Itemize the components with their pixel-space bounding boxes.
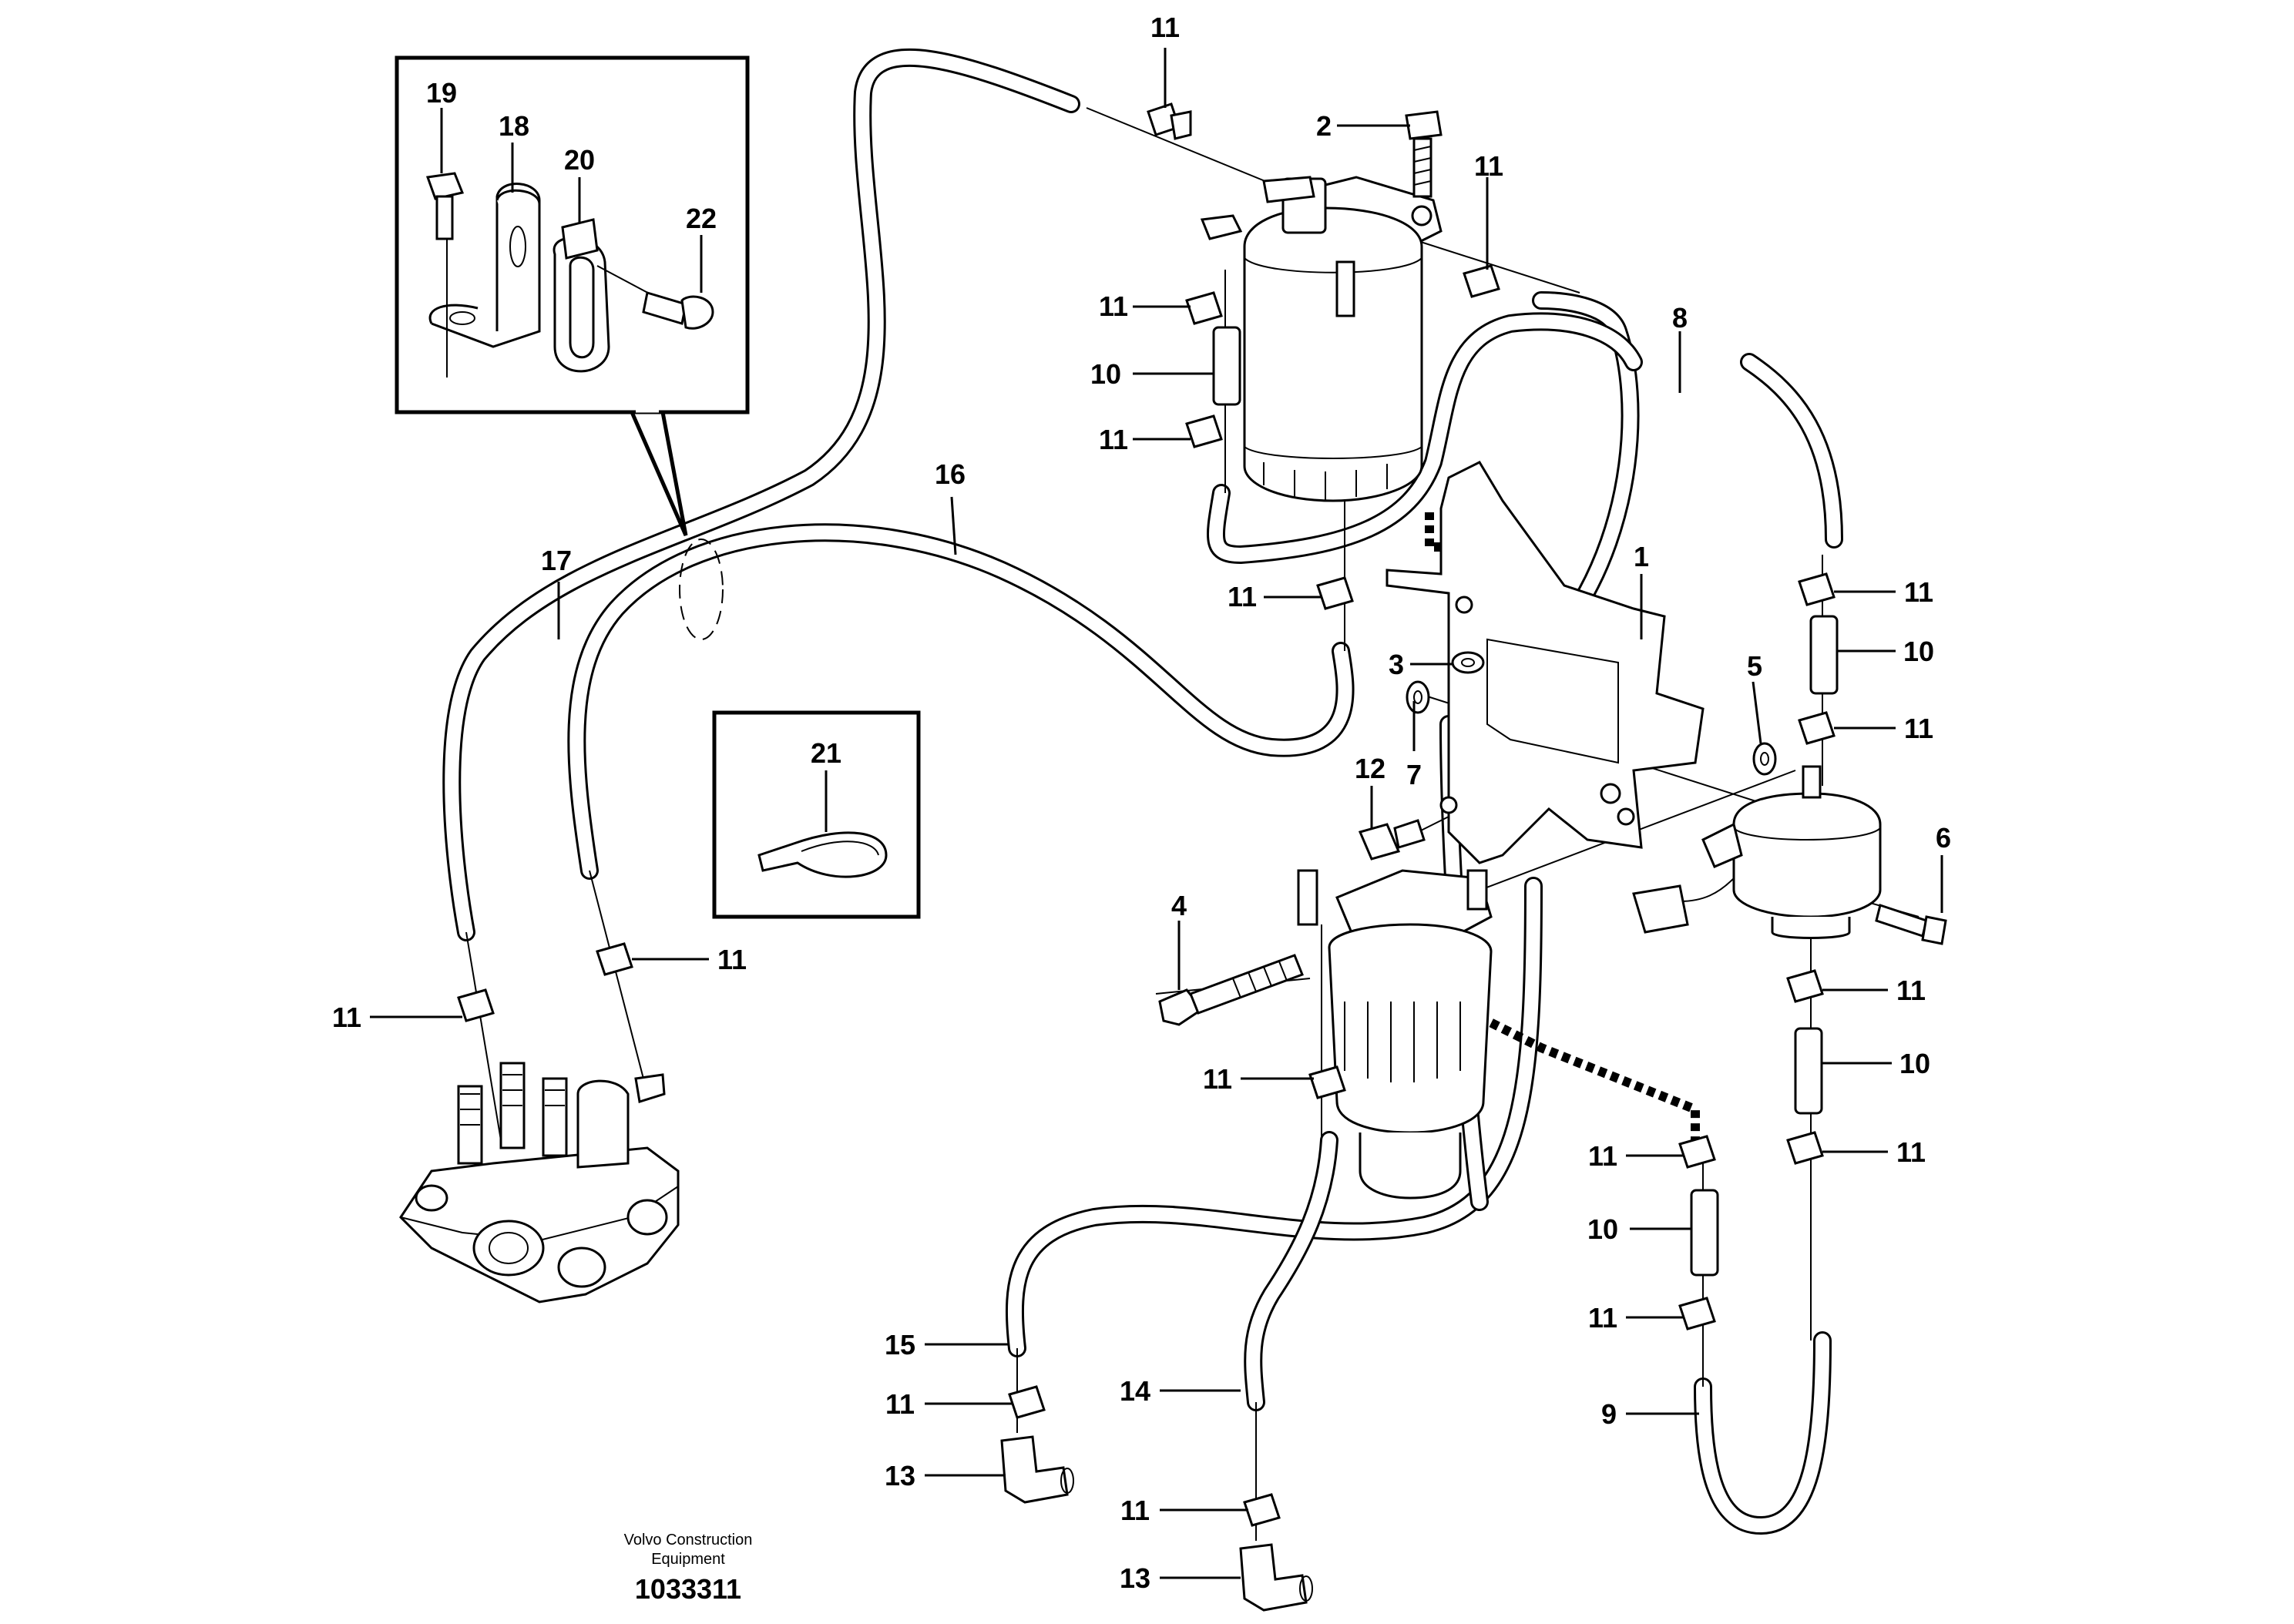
callout-11: 11 xyxy=(1203,1063,1232,1095)
bolt-12 xyxy=(1358,819,1426,861)
callout-labels: 11 2 11 11 10 11 8 16 17 11 1 3 7 5 12 1… xyxy=(332,12,1951,1594)
callout-1: 1 xyxy=(1634,541,1649,572)
elbow-fitting-13-left xyxy=(1000,1435,1074,1504)
washer-3 xyxy=(1451,651,1485,674)
callout-11: 11 xyxy=(1099,424,1128,455)
cable-tie-inset xyxy=(712,710,921,919)
hose-clamps xyxy=(457,102,1836,1527)
callout-9: 9 xyxy=(1601,1398,1617,1430)
callout-10: 10 xyxy=(1899,1048,1930,1079)
callout-2: 2 xyxy=(1316,110,1332,142)
callout-13: 13 xyxy=(1120,1562,1150,1594)
detail-inset xyxy=(395,55,750,640)
fuel-pump xyxy=(1632,765,1882,939)
callout-11: 11 xyxy=(1588,1302,1617,1334)
leader-lines xyxy=(370,48,1943,1579)
hose-sleeves xyxy=(1212,326,1839,1277)
callout-10: 10 xyxy=(1903,636,1934,667)
callout-14: 14 xyxy=(1120,1375,1150,1407)
caption-manufacturer-line2: Equipment xyxy=(651,1551,725,1568)
mounting-bracket xyxy=(1385,461,1705,864)
hose-9 xyxy=(1694,1331,1832,1535)
callout-11: 11 xyxy=(1099,290,1128,322)
callout-4: 4 xyxy=(1171,890,1187,921)
callout-20: 20 xyxy=(564,144,595,176)
callout-11: 11 xyxy=(885,1388,915,1420)
callout-11: 11 xyxy=(1904,576,1933,608)
water-separator xyxy=(1297,869,1493,1200)
bolt-6 xyxy=(1875,904,1947,945)
bolt-2 xyxy=(1405,110,1443,198)
callout-11: 11 xyxy=(717,944,747,975)
callout-11: 11 xyxy=(1120,1495,1150,1526)
callout-10: 10 xyxy=(1090,358,1121,390)
document-number: 1033311 xyxy=(635,1573,741,1605)
bolt-4 xyxy=(1158,954,1304,1026)
callout-11: 11 xyxy=(1904,713,1933,744)
callout-3: 3 xyxy=(1389,649,1404,680)
callout-13: 13 xyxy=(885,1460,915,1491)
hose-14 xyxy=(1244,1131,1338,1411)
hidden-line-lower xyxy=(1477,1012,1700,1140)
callout-8: 8 xyxy=(1672,302,1688,334)
callout-11: 11 xyxy=(1228,581,1257,612)
callout-11: 11 xyxy=(1588,1140,1617,1172)
callout-6: 6 xyxy=(1936,822,1951,854)
callout-11: 11 xyxy=(1474,150,1503,182)
callout-17: 17 xyxy=(541,545,572,576)
caption-block: Volvo Construction Equipment 1033311 xyxy=(624,1532,753,1605)
callout-16: 16 xyxy=(935,458,966,490)
hose-16 xyxy=(567,523,1355,880)
callout-12: 12 xyxy=(1355,753,1385,784)
callout-22: 22 xyxy=(686,203,717,234)
callout-11: 11 xyxy=(1150,12,1180,43)
callout-11: 11 xyxy=(332,1002,361,1033)
hose-17 xyxy=(442,48,1080,941)
washer-7 xyxy=(1406,680,1430,714)
callout-21: 21 xyxy=(811,737,841,769)
callout-5: 5 xyxy=(1747,650,1762,682)
control-valve xyxy=(399,1062,680,1304)
callout-18: 18 xyxy=(499,110,529,142)
callout-7: 7 xyxy=(1406,759,1422,790)
washer-5 xyxy=(1752,742,1777,776)
elbow-fitting-13-right xyxy=(1239,1543,1313,1612)
callout-11: 11 xyxy=(1896,975,1926,1006)
top-fuel-filter xyxy=(1200,176,1443,502)
callout-11: 11 xyxy=(1896,1136,1926,1168)
callout-19: 19 xyxy=(426,77,457,109)
callout-15: 15 xyxy=(885,1329,915,1361)
caption-manufacturer: Volvo Construction xyxy=(624,1532,753,1549)
callout-10: 10 xyxy=(1587,1213,1618,1245)
hose-8 xyxy=(1532,291,1843,626)
hose-filter-loop xyxy=(1206,312,1643,564)
